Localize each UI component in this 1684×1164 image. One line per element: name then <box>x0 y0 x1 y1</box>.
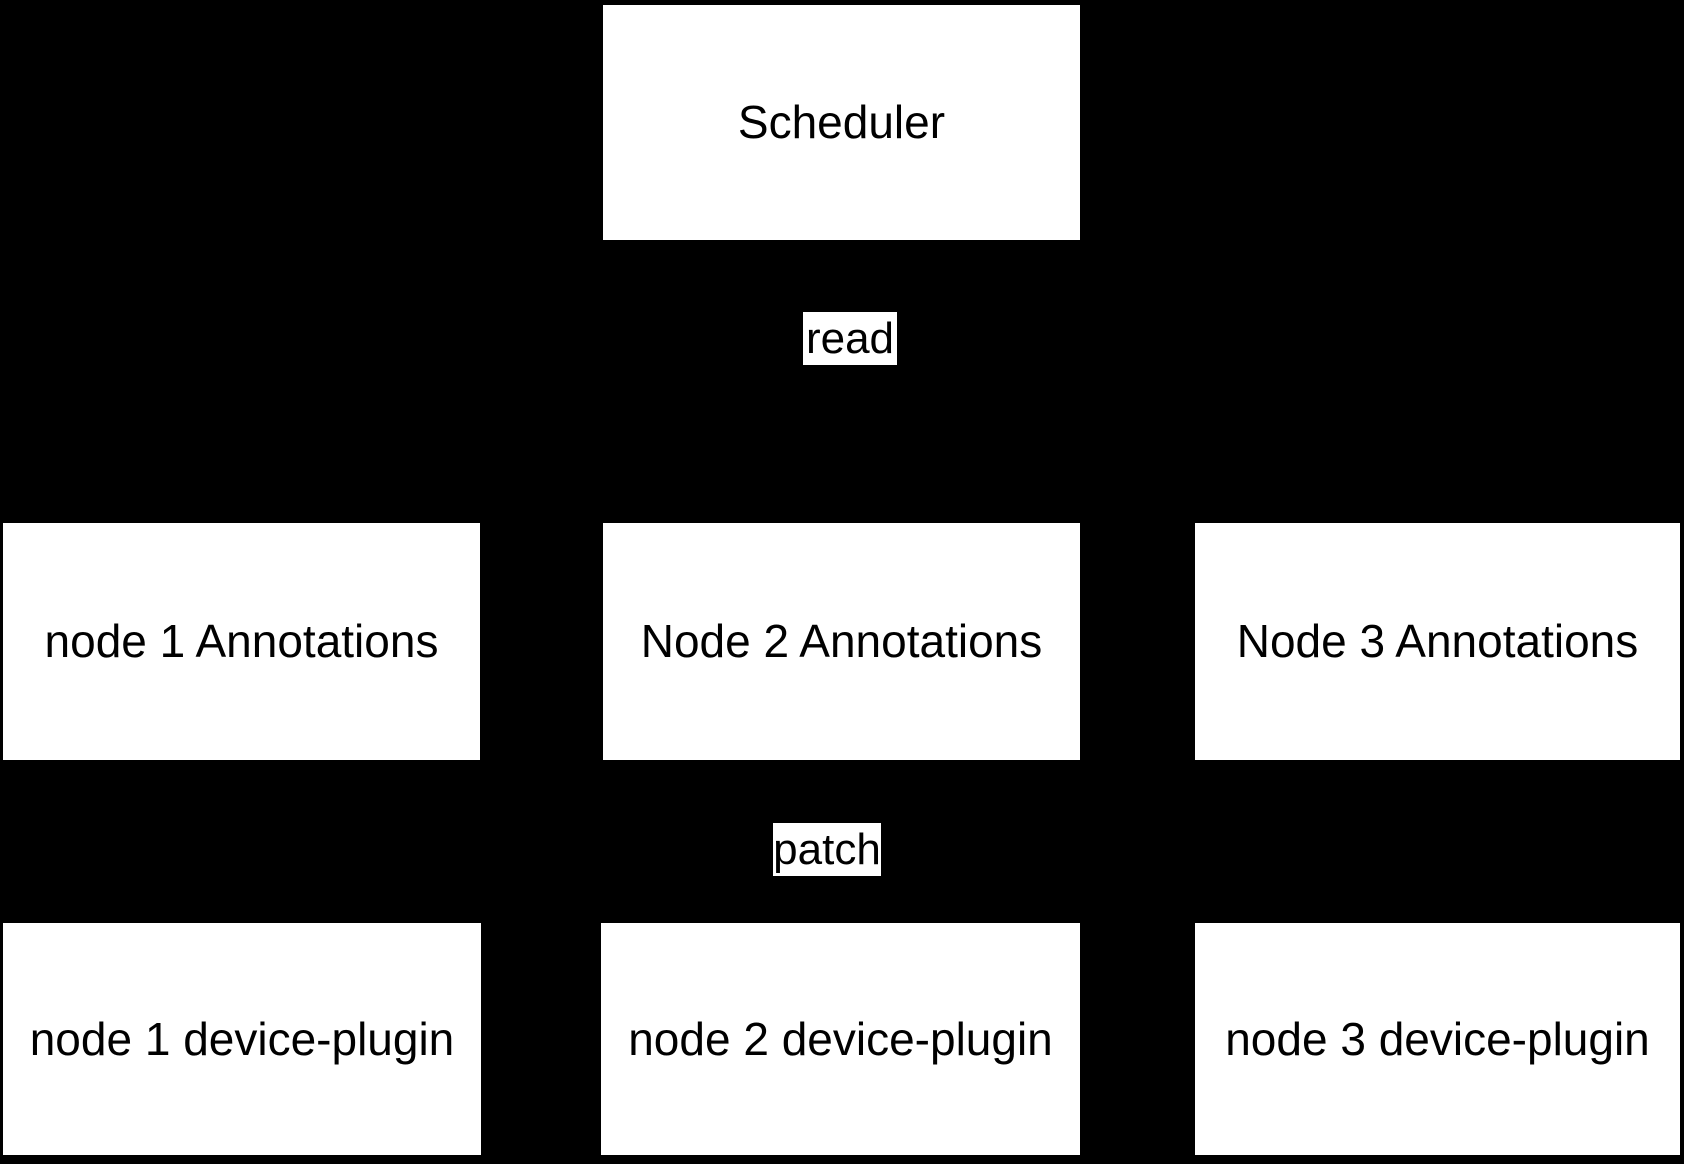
node-3-device-plugin-label: node 3 device-plugin <box>1225 1012 1650 1065</box>
node-2-device-plugin-node: node 2 device-plugin <box>601 923 1080 1155</box>
node-1-device-plugin-node: node 1 device-plugin <box>3 923 481 1155</box>
node-2-device-plugin-label: node 2 device-plugin <box>628 1012 1053 1065</box>
node-3-annotations-label: Node 3 Annotations <box>1236 615 1639 668</box>
scheduler-node: Scheduler <box>603 5 1080 240</box>
node-3-annotations-node: Node 3 Annotations <box>1195 523 1680 760</box>
node-1-annotations-label: node 1 Annotations <box>44 615 439 668</box>
patch-edge-label: patch <box>773 823 881 876</box>
read-edge-label-text: read <box>805 313 895 363</box>
node-1-annotations-node: node 1 Annotations <box>3 523 480 760</box>
node-2-annotations-node: Node 2 Annotations <box>603 523 1080 760</box>
scheduler-node-label: Scheduler <box>737 96 946 149</box>
patch-edge-label-text: patch <box>773 824 881 874</box>
node-1-device-plugin-label: node 1 device-plugin <box>29 1012 455 1065</box>
node-2-annotations-label: Node 2 Annotations <box>640 615 1043 668</box>
read-edge-label: read <box>803 312 897 365</box>
node-3-device-plugin-node: node 3 device-plugin <box>1195 923 1680 1155</box>
